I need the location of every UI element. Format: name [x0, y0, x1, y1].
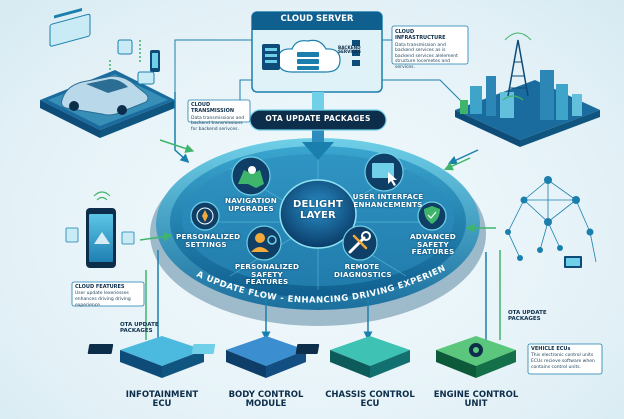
- ecu-connectors: [145, 250, 501, 341]
- left-ota-packages-label: OTA UPDATE PACKAGES: [120, 322, 159, 335]
- cloud-server-box: [251, 11, 383, 93]
- note-cloud-transmission-title: CLOUD TRANSMISSION: [191, 102, 235, 115]
- ecu-chassis-control-label: CHASSIS CONTROL ECU: [325, 390, 415, 410]
- cloud-server-title: CLOUD SERVER: [280, 14, 354, 24]
- note-boxes: [71, 25, 603, 375]
- shield-icon: [417, 201, 447, 231]
- map-icon: [231, 156, 271, 196]
- note-cloud-transmission: CLOUD TRANSMISSION Data transmissions an…: [191, 102, 248, 132]
- ecu-module-chassis: [295, 336, 410, 378]
- person-gear-icon: [246, 225, 282, 261]
- note-cloud-infrastructure-title: CLOUD INFRASTRUCTURE: [395, 29, 446, 42]
- note-vehicle-ecus: VEHICLE ECUs This electronic control uni…: [531, 346, 600, 370]
- feature-remote-diagnostics-label: REMOTE DIAGNOSTICS: [334, 262, 392, 279]
- ecu-module-infotainment: [87, 336, 204, 378]
- car-platform: [40, 70, 175, 138]
- note-cloud-features: CLOUD FEATURES User update lexeriesses e…: [75, 284, 142, 308]
- note-cloud-features-title: CLOUD FEATURES: [75, 284, 125, 290]
- network-graph: [507, 179, 597, 263]
- ota-down-arrow: [302, 92, 334, 160]
- ecu-engine-control-label: ENGINE CONTROL UNIT: [433, 390, 519, 410]
- city-platform: [455, 32, 600, 147]
- feature-personalized-safety-label: PERSONALIZED SAFETY FEATURES: [234, 262, 300, 287]
- note-cloud-transmission-text: Data transmissions and backend transmiss…: [191, 115, 245, 132]
- ecu-module-body: [191, 336, 306, 378]
- ecu-body-control-label: BODY CONTROL MODULE: [228, 390, 304, 410]
- cursor-screen-icon: [364, 152, 404, 192]
- ecu-module-engine: [436, 336, 516, 378]
- right-ota-packages-label: OTA UPDATE PACKAGES: [508, 310, 547, 323]
- note-cloud-infrastructure-text: Data transmission and backend services a…: [395, 42, 458, 71]
- note-cloud-features-text: User update lexeriesses enhances driving…: [75, 291, 131, 308]
- feature-navigation-label: NAVIGATION UPGRADES: [225, 196, 277, 213]
- note-cloud-infrastructure: CLOUD INFRASTRUCTURE Data transmission a…: [395, 29, 465, 71]
- ota-update-banner: OTA UPDATE PACKAGES: [265, 114, 371, 123]
- network-nodes: [505, 176, 594, 268]
- feature-advanced-safety-label: ADVANCED SAFETY FEATURES: [410, 232, 456, 257]
- note-vehicle-ecus-text: This electronic control units ECUs recie…: [531, 353, 595, 370]
- floating-ui-panels: [49, 8, 160, 85]
- compass-icon: [190, 201, 220, 231]
- wrench-icon: [342, 225, 378, 261]
- feature-ui-label: USER INTERFACE ENHANCEMENTS: [352, 192, 424, 209]
- note-vehicle-ecus-title: VEHICLE ECUs: [531, 346, 571, 352]
- feature-personalized-settings-label: PERSONALIZED SETTINGS: [176, 232, 241, 249]
- delight-layer-label: DELIGHT LAYER: [292, 199, 344, 221]
- flow-arrows: [139, 92, 496, 242]
- ecu-infotainment-label: INFOTAINMENT ECU: [125, 390, 199, 410]
- backend-services-label: BACKEND SERVICES: [338, 45, 361, 55]
- phone-device: [65, 191, 135, 268]
